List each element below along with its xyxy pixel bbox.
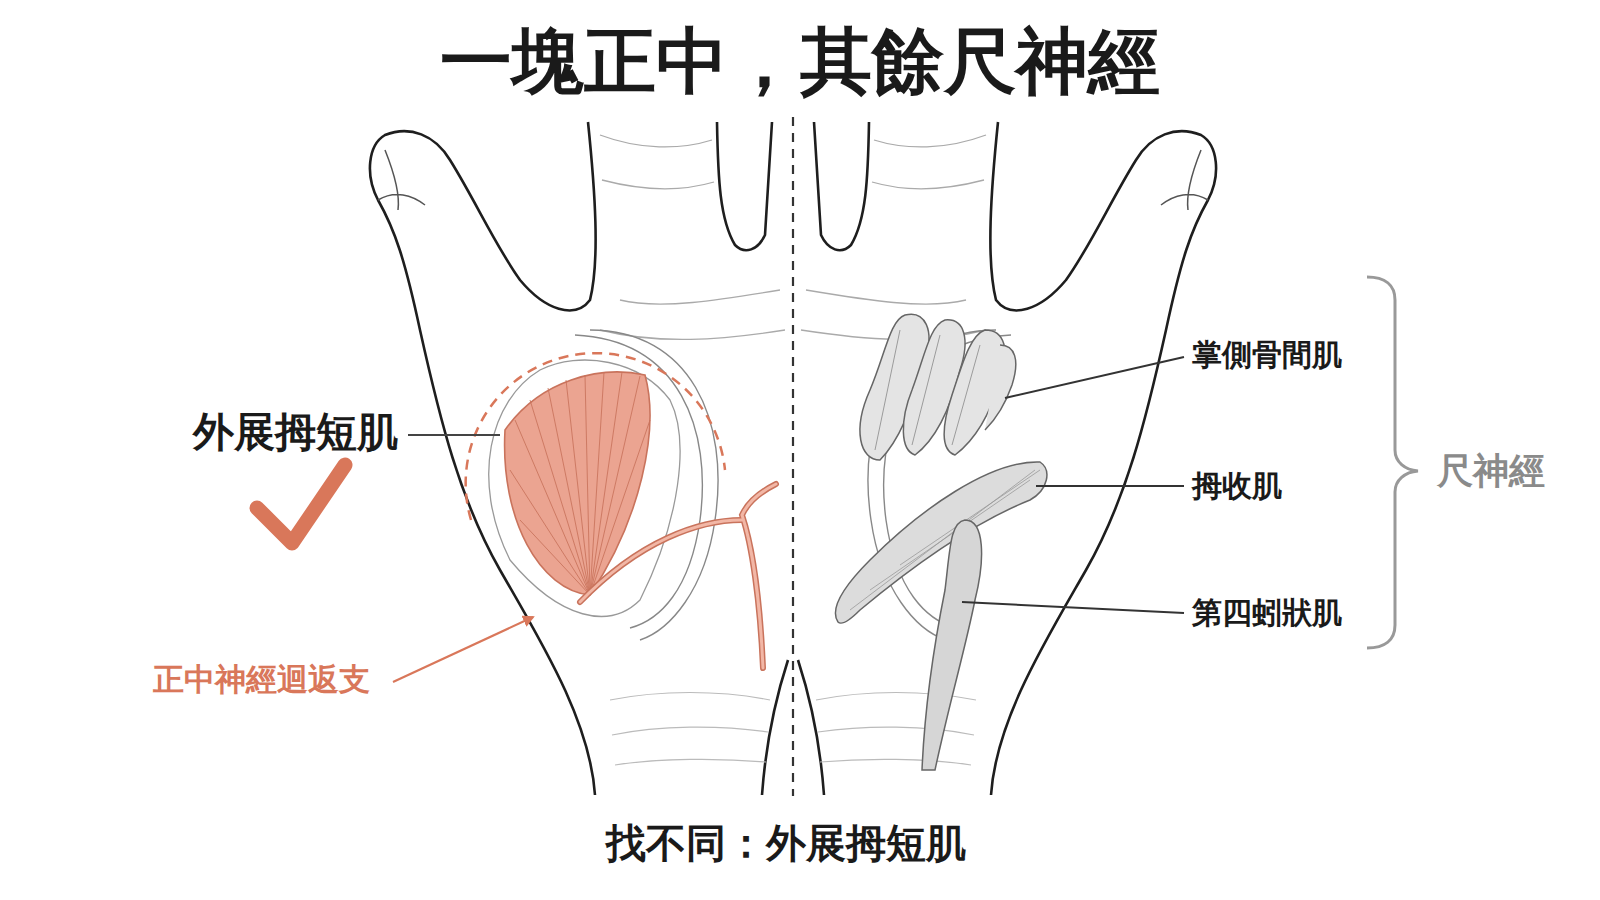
muscle-label: 拇收肌: [1192, 469, 1282, 504]
adductor-pollicis: [835, 462, 1047, 623]
muscle-label: 掌側骨間肌: [1192, 338, 1342, 373]
muscle-label: 外展拇短肌: [193, 409, 398, 456]
leader-line: [1036, 485, 1184, 487]
leader-line: [962, 602, 1184, 613]
median-nerve: [580, 484, 776, 668]
muscle-label: 第四蚓狀肌: [1192, 596, 1342, 631]
fourth-lumbrical: [922, 520, 982, 770]
highlight-circle: [466, 353, 725, 520]
nerve-label: 正中神經迴返支: [153, 662, 370, 698]
leader-line: [408, 434, 500, 436]
group-bracket: [1367, 277, 1418, 648]
divider-line: [792, 117, 794, 796]
right-hand: [798, 122, 1418, 795]
leader-line: [1005, 357, 1184, 398]
diagram-title: 一塊正中，其餘尺神經: [440, 20, 1160, 103]
thenar-outline: [489, 360, 680, 616]
group-label: 尺神經: [1437, 450, 1545, 491]
diagram-caption: 找不同：外展拇短肌: [606, 820, 966, 866]
muscle-fibres: [875, 330, 980, 450]
palmar-interossei: [860, 314, 1016, 460]
check-mark: [257, 465, 345, 543]
leader-arrow: [393, 617, 533, 682]
